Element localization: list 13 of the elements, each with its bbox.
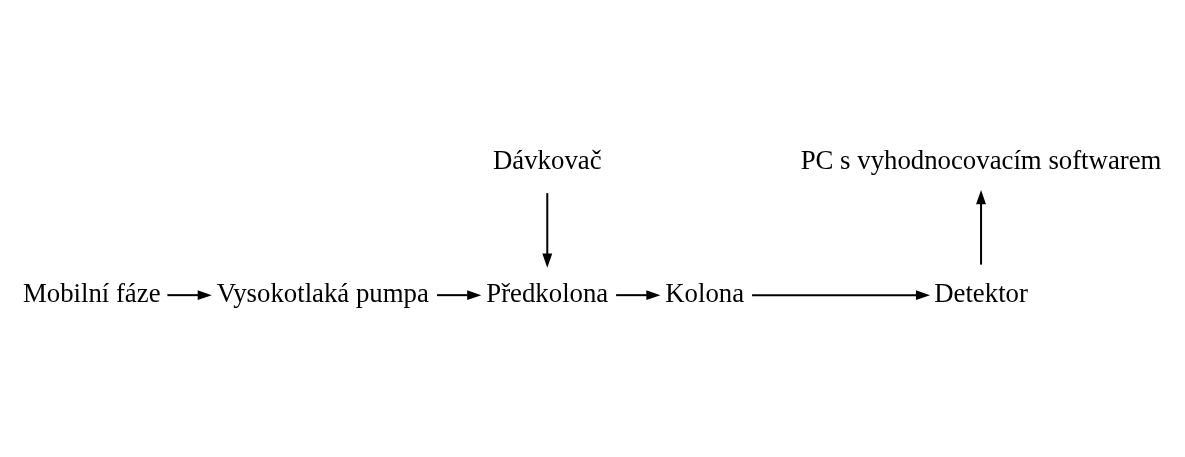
- arrow: [167, 289, 212, 300]
- arrow: [752, 289, 931, 300]
- arrow: [437, 289, 482, 300]
- arrow: [616, 289, 661, 300]
- arrow: [976, 189, 986, 265]
- node-text: Mobilní fáze: [22, 277, 161, 308]
- node-text: Detektor: [934, 277, 1028, 308]
- node-text: Vysokotlaká pumpa: [216, 277, 429, 308]
- node-text: PC s vyhodnocovacím softwarem: [800, 144, 1162, 175]
- node-text: Dávkovač: [492, 144, 602, 175]
- node-text: Předkolona: [486, 277, 609, 308]
- arrow: [542, 192, 553, 268]
- node-text: Kolona: [665, 277, 745, 308]
